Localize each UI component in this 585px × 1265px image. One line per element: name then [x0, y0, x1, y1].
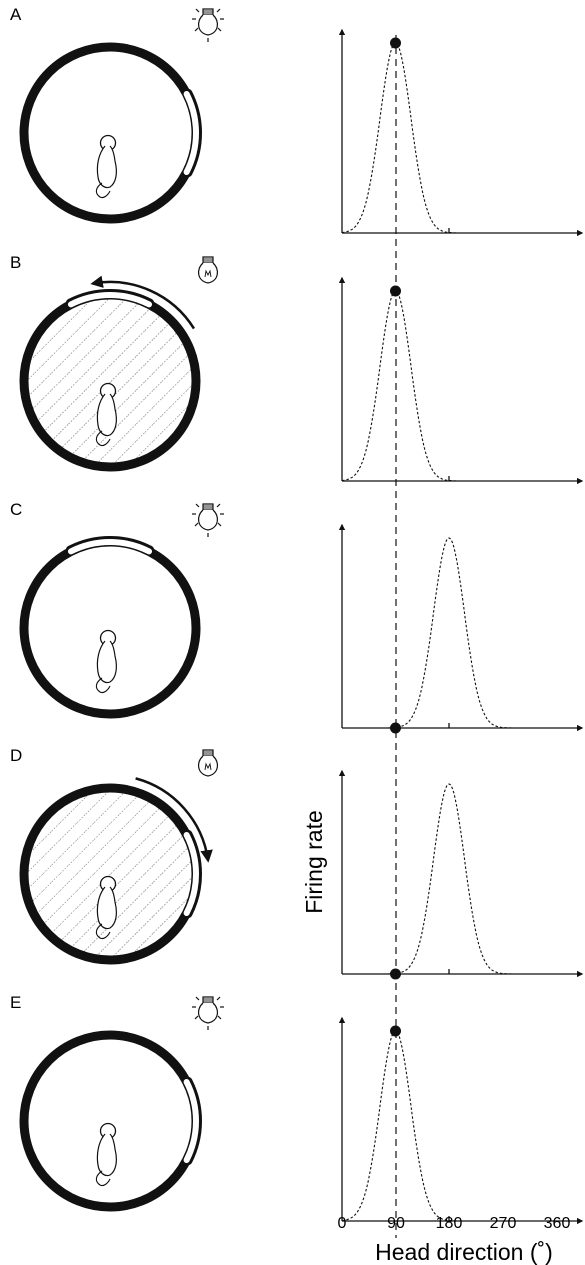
cue-card: [67, 292, 153, 308]
rat-body: [96, 393, 117, 437]
panel-e: E: [10, 993, 584, 1225]
light-ray: [216, 996, 221, 1001]
light-ray: [217, 522, 222, 527]
rat-icon: [95, 875, 117, 940]
panel-c: C: [10, 500, 584, 734]
rat-icon: [95, 382, 117, 447]
bulb-base: [202, 503, 214, 511]
light-bulb-off-icon: [198, 256, 218, 284]
light-ray: [195, 503, 200, 508]
bulb-base: [202, 256, 214, 264]
tick-label-360: 360: [544, 1215, 571, 1232]
bulb-base: [202, 8, 214, 16]
panel-letter: E: [10, 993, 21, 1012]
tuning-curve: [341, 42, 461, 234]
rat-tail: [95, 182, 111, 199]
tick-label-180: 180: [436, 1215, 463, 1232]
rat-tail: [95, 923, 111, 940]
panel-letter: C: [10, 500, 22, 519]
rat-body: [96, 640, 117, 684]
rat-tail: [95, 430, 111, 447]
bulb-glass: [198, 509, 218, 531]
arena-floor: [24, 542, 196, 714]
panel-a: A: [10, 5, 584, 237]
tick-label-270: 270: [490, 1215, 517, 1232]
y-axis-label: Firing rate: [301, 810, 327, 914]
bulb-filament: [204, 269, 212, 278]
light-ray: [194, 522, 199, 527]
arena-floor: [24, 1035, 196, 1207]
panel-b: B: [10, 253, 584, 485]
light-bulb-on-icon: [192, 996, 224, 1030]
bulb-filament: [204, 762, 212, 771]
light-bulb-on-icon: [192, 8, 224, 42]
cue-card: [183, 1078, 199, 1164]
reference-dot: [390, 37, 401, 49]
rat-tail: [95, 1170, 111, 1187]
light-ray: [195, 996, 200, 1001]
bulb-glass: [198, 262, 218, 284]
light-ray: [217, 27, 222, 32]
bulb-glass: [198, 1002, 218, 1024]
light-bulb-on-icon: [192, 503, 224, 537]
light-ray: [216, 8, 221, 13]
rotation-arrow-cw: [135, 777, 213, 863]
bulb-base: [202, 749, 214, 757]
bulb-glass: [198, 14, 218, 36]
arena-floor: [24, 788, 196, 960]
rat-icon: [95, 134, 117, 199]
panels: A B C D E: [10, 5, 584, 1225]
arena-floor: [24, 295, 196, 467]
x-axis-label: Head direction (˚): [375, 1239, 553, 1265]
bulb-glass: [198, 755, 218, 777]
panel-letter: D: [10, 746, 22, 765]
rat-body: [96, 1133, 117, 1177]
cue-card: [183, 90, 199, 176]
light-ray: [194, 1015, 199, 1020]
tuning-curve: [383, 537, 515, 729]
tick-label-90: 90: [387, 1215, 405, 1232]
rat-icon: [95, 1122, 117, 1187]
tick-label-0: 0: [338, 1215, 347, 1232]
panel-letter: B: [10, 253, 21, 272]
light-ray: [216, 503, 221, 508]
tuning-curve: [341, 290, 461, 482]
panel-d: D: [10, 746, 584, 980]
tuning-curve: [383, 783, 515, 975]
light-ray: [195, 8, 200, 13]
bulb-base: [202, 996, 214, 1004]
tuning-curve: [341, 1030, 461, 1222]
rat-tail: [95, 677, 111, 694]
cue-card: [67, 539, 153, 555]
light-bulb-off-icon: [198, 749, 218, 777]
panel-letter: A: [10, 5, 22, 24]
rotation-arrow-ccw: [90, 275, 196, 330]
arena-floor: [24, 47, 196, 219]
rat-icon: [95, 629, 117, 694]
rat-body: [96, 886, 117, 930]
reference-dot: [390, 722, 401, 734]
light-ray: [217, 1015, 222, 1020]
rat-body: [96, 145, 117, 189]
light-ray: [194, 27, 199, 32]
cue-card: [183, 831, 199, 917]
